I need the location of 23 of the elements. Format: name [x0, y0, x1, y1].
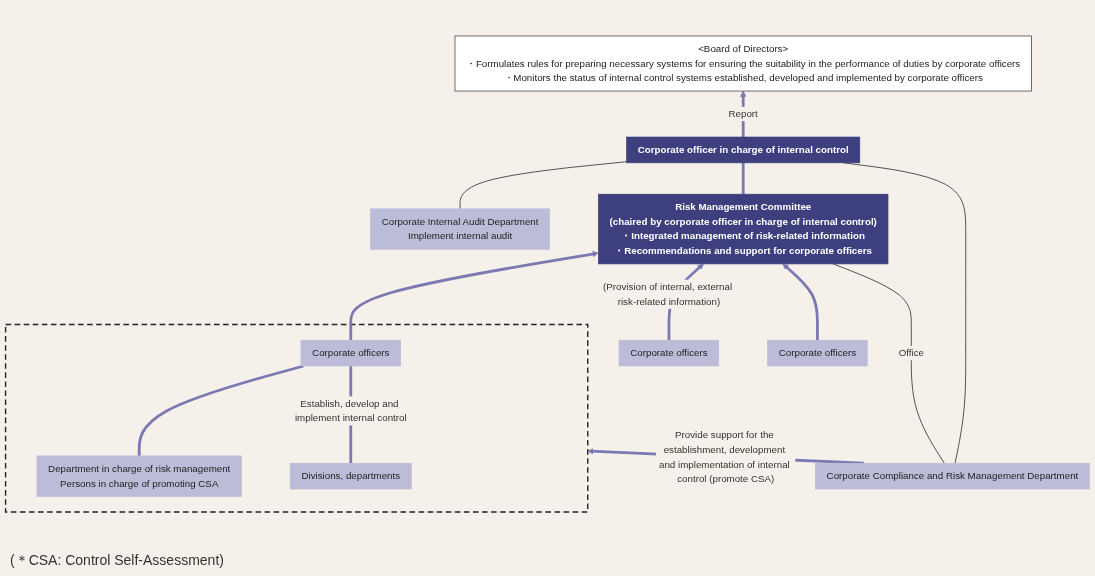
node-box: Department in charge of risk management Persons in charge of promoting CSA	[36, 455, 242, 497]
edge-label: (Provision of internal, external risk-related information)	[603, 280, 733, 307]
edge-label: Provide support for the establishment, development and implementation of internal control (promote CSA)	[659, 429, 790, 485]
connector	[459, 161, 627, 210]
edge-label: Office	[898, 347, 924, 359]
cluster	[4, 323, 589, 513]
node-box: Corporate officers	[767, 339, 868, 367]
connector	[741, 162, 745, 195]
node-box: <Board of Directors> ・Formulates rules for preparing necessary systems for ensuring the suitability in the performance of duties by corporate officers ・Monitors the status of internal control systems established, developed and implemented by corporate officers	[454, 35, 1032, 92]
arrow	[782, 263, 819, 341]
node-box: Corporate officers	[300, 339, 401, 367]
node-box: Corporate Compliance and Risk Management Department	[815, 462, 1090, 490]
node-box: Corporate officer in charge of internal control	[626, 136, 861, 164]
node-box: Corporate Internal Audit Department Implement internal audit	[370, 208, 550, 250]
connector	[137, 364, 304, 456]
edge-label: Establish, develop and implement internal control	[294, 397, 407, 424]
arrow	[349, 251, 599, 341]
node-box: Divisions, departments	[289, 462, 412, 490]
edge-label: Report	[728, 108, 758, 120]
connector	[832, 263, 945, 464]
node-box: Corporate officers	[618, 339, 720, 367]
node-box: Risk Management Committee (chaired by corporate officer in charge of internal control) ・Integrated management of risk-related information ・Recommendations and support for corporate officers	[598, 193, 889, 265]
footnote: (＊CSA: Control Self-Assessment)	[10, 552, 224, 570]
